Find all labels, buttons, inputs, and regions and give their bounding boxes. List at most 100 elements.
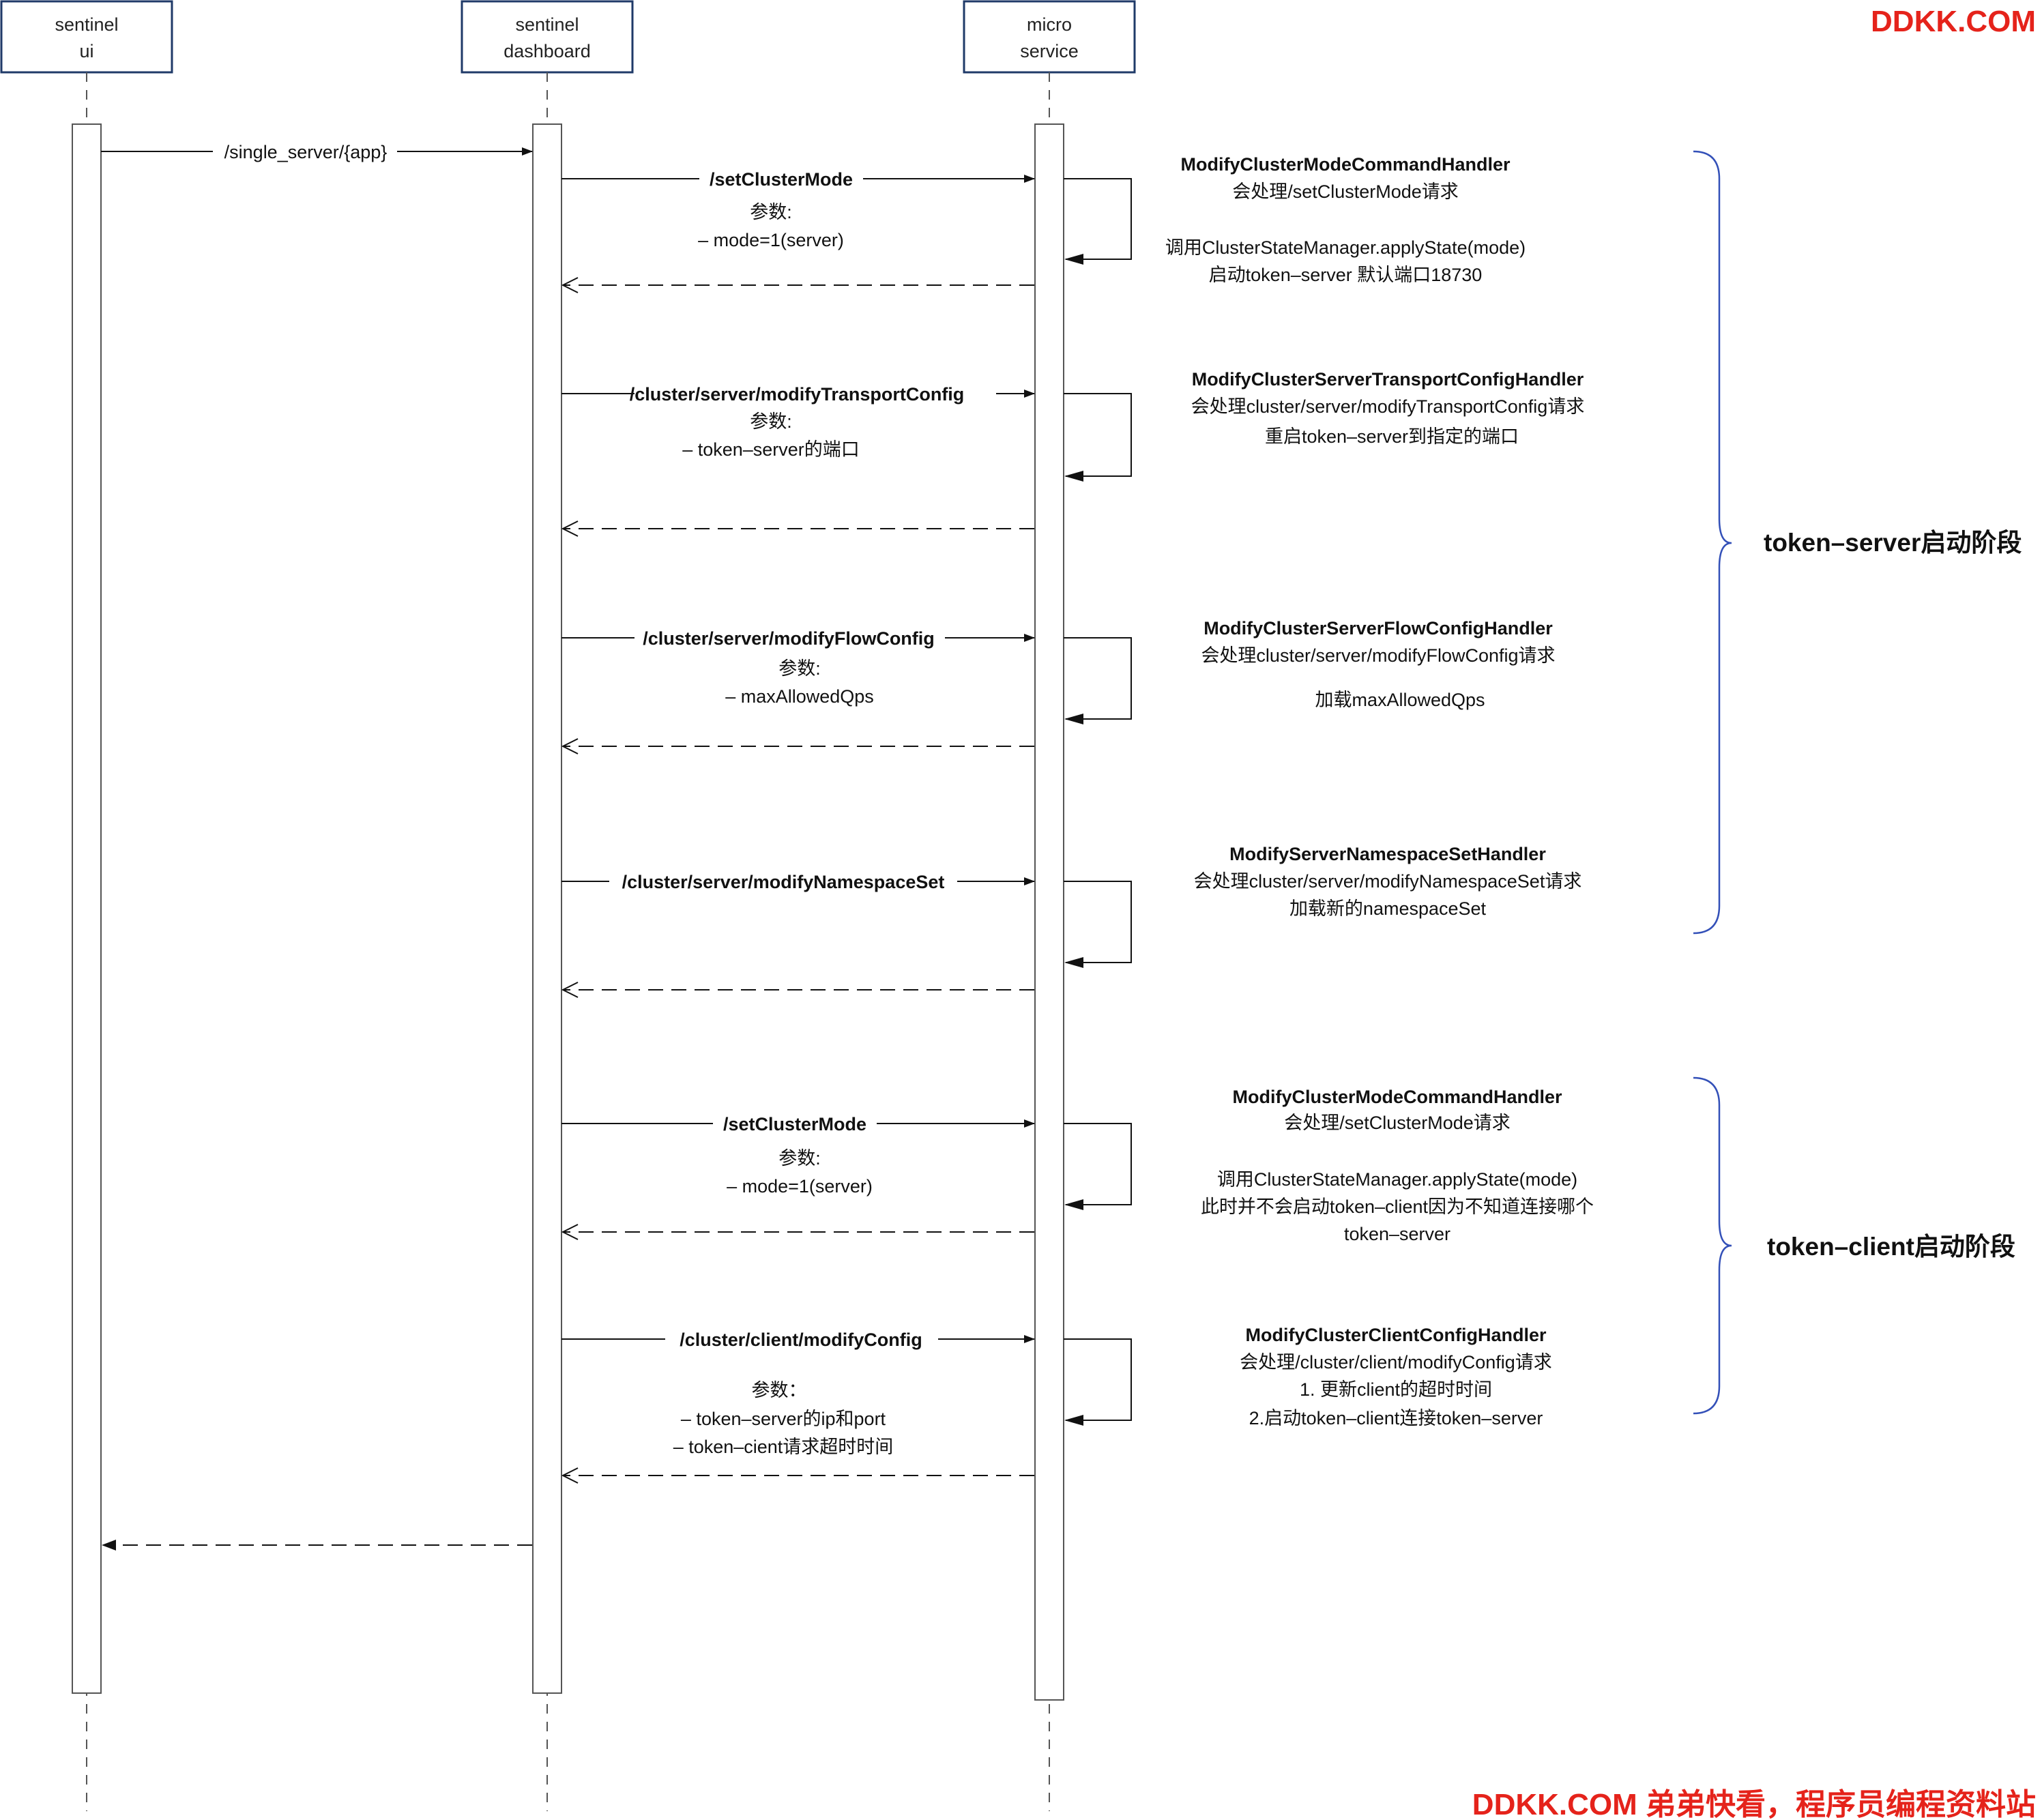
message-label: /cluster/server/modifyFlowConfig bbox=[643, 628, 935, 649]
message-label: /cluster/server/modifyNamespaceSet bbox=[622, 872, 945, 892]
participant-dashboard: sentinel dashboard bbox=[461, 0, 634, 74]
return-arrowhead bbox=[561, 277, 579, 293]
participant-ui-label-line2: ui bbox=[79, 41, 93, 61]
return-arrowhead bbox=[561, 738, 579, 754]
return-arrowhead bbox=[102, 1540, 116, 1551]
watermark-top: DDKK.COM bbox=[1871, 5, 2036, 38]
phase-brace bbox=[1693, 150, 1732, 935]
message-label: /single_server/{app} bbox=[224, 142, 388, 162]
participant-micro-label-line1: micro bbox=[1027, 14, 1072, 35]
note-title: ModifyClusterModeCommandHandler bbox=[1232, 1087, 1562, 1107]
note-line: 此时并不会启动token–client因为不知道连接哪个 bbox=[1201, 1197, 1594, 1217]
message-label: /cluster/client/modifyConfig bbox=[680, 1330, 922, 1350]
param-line: – mode=1(server) bbox=[698, 230, 844, 250]
phase-brace bbox=[1693, 1076, 1732, 1415]
participant-ui-label-line1: sentinel bbox=[55, 14, 118, 35]
message-label-bg bbox=[713, 1111, 877, 1136]
activation-ui bbox=[72, 123, 102, 1694]
self-call-arrowhead bbox=[1064, 254, 1083, 265]
phase-token-server: token–server启动阶段 bbox=[1693, 150, 2022, 935]
note-line: 会处理/setClusterMode请求 bbox=[1284, 1113, 1511, 1133]
phase-label: token–client启动阶段 bbox=[1767, 1233, 2015, 1261]
message-label: /setClusterMode bbox=[710, 169, 853, 190]
note-line: 1. 更新client的超时时间 bbox=[1300, 1379, 1492, 1400]
phase-token-client: token–client启动阶段 bbox=[1693, 1076, 2015, 1415]
message-label: /cluster/server/modifyTransportConfig bbox=[630, 384, 965, 405]
param-line: – token–server的ip和port bbox=[681, 1409, 886, 1429]
message-label-bg bbox=[609, 869, 957, 894]
note-line: token–server bbox=[1344, 1224, 1450, 1244]
participant-dashboard-box bbox=[461, 0, 634, 74]
param-line: – token–server的端口 bbox=[682, 439, 860, 460]
participant-dashboard-label-line2: dashboard bbox=[504, 41, 591, 61]
note-line: 会处理/setClusterMode请求 bbox=[1232, 181, 1459, 202]
note-modify-client-config: ModifyClusterClientConfigHandler 会处理/clu… bbox=[1240, 1325, 1552, 1428]
self-call-loop bbox=[1064, 881, 1132, 963]
participant-micro-service: micro service bbox=[963, 0, 1136, 74]
activation-dashboard bbox=[532, 123, 562, 1694]
self-call-loop bbox=[1064, 637, 1132, 720]
note-line: 启动token–server 默认端口18730 bbox=[1209, 265, 1483, 285]
param-line: 参数: bbox=[750, 411, 792, 432]
message-set-cluster-mode-server: /setClusterMode 参数: – mode=1(server) bbox=[561, 166, 1132, 293]
self-call-arrowhead bbox=[1064, 957, 1083, 968]
note-line: 加载maxAllowedQps bbox=[1315, 690, 1485, 710]
message-label: /setClusterMode bbox=[723, 1114, 866, 1134]
param-line: 参数： bbox=[752, 1380, 807, 1400]
param-line: 参数: bbox=[778, 1148, 821, 1169]
note-line: 重启token–server到指定的端口 bbox=[1265, 426, 1519, 447]
note-line: 调用ClusterStateManager.applyState(mode) bbox=[1165, 237, 1526, 258]
message-label-bg bbox=[699, 166, 863, 191]
participant-ui: sentinel ui bbox=[0, 0, 173, 74]
self-call-arrowhead bbox=[1064, 1415, 1083, 1426]
param-line: – mode=1(server) bbox=[727, 1176, 873, 1197]
return-arrowhead bbox=[561, 520, 579, 537]
message-label-bg bbox=[635, 381, 996, 406]
message-client-modify-config: /cluster/client/modifyConfig 参数： – token… bbox=[561, 1327, 1132, 1484]
message-modify-flow-config: /cluster/server/modifyFlowConfig 参数: – m… bbox=[561, 626, 1132, 754]
note-line: 会处理/cluster/client/modifyConfig请求 bbox=[1240, 1352, 1552, 1373]
note-modify-cluster-mode-server: ModifyClusterModeCommandHandler 会处理/setC… bbox=[1165, 154, 1526, 285]
message-modify-transport-config: /cluster/server/modifyTransportConfig 参数… bbox=[561, 381, 1132, 537]
return-to-ui bbox=[102, 1540, 532, 1551]
message-set-cluster-mode-client: /setClusterMode 参数: – mode=1(server) bbox=[561, 1111, 1132, 1240]
note-modify-cluster-mode-client: ModifyClusterModeCommandHandler 会处理/setC… bbox=[1201, 1087, 1594, 1244]
return-arrowhead bbox=[561, 982, 579, 998]
self-call-loop bbox=[1064, 1123, 1132, 1205]
self-call-arrowhead bbox=[1064, 471, 1083, 482]
note-line: 会处理cluster/server/modifyNamespaceSet请求 bbox=[1194, 871, 1582, 892]
self-call-arrowhead bbox=[1064, 714, 1083, 724]
self-call-loop bbox=[1064, 1338, 1132, 1421]
return-arrowhead bbox=[561, 1467, 579, 1484]
param-line: 参数: bbox=[778, 658, 821, 679]
note-title: ModifyClusterModeCommandHandler bbox=[1180, 154, 1511, 175]
participant-dashboard-label-line1: sentinel bbox=[515, 14, 579, 35]
note-modify-flow-config: ModifyClusterServerFlowConfigHandler 会处理… bbox=[1201, 618, 1555, 710]
message-label-bg bbox=[665, 1327, 938, 1351]
return-arrowhead bbox=[561, 1224, 579, 1240]
note-modify-transport-config: ModifyClusterServerTransportConfigHandle… bbox=[1191, 369, 1585, 447]
participant-ui-box bbox=[0, 0, 173, 74]
self-call-loop bbox=[1064, 393, 1132, 477]
note-title: ModifyServerNamespaceSetHandler bbox=[1229, 844, 1546, 864]
note-line: 2.启动token–client连接token–server bbox=[1249, 1408, 1543, 1428]
note-title: ModifyClusterClientConfigHandler bbox=[1245, 1325, 1546, 1345]
param-line: – token–cient请求超时时间 bbox=[673, 1437, 894, 1457]
note-title: ModifyClusterServerFlowConfigHandler bbox=[1204, 618, 1553, 639]
self-call-loop bbox=[1064, 178, 1132, 260]
participant-micro-label-line2: service bbox=[1020, 41, 1079, 61]
message-label-bg bbox=[635, 626, 945, 650]
message-single-server: /single_server/{app} bbox=[101, 139, 533, 164]
message-label-bg bbox=[213, 139, 397, 164]
param-line: 参数: bbox=[750, 202, 792, 222]
self-call-arrowhead bbox=[1064, 1199, 1083, 1210]
note-title: ModifyClusterServerTransportConfigHandle… bbox=[1192, 369, 1584, 390]
param-line: – maxAllowedQps bbox=[725, 686, 874, 707]
activation-micro bbox=[1034, 123, 1064, 1701]
participant-micro-box bbox=[963, 0, 1136, 74]
note-line: 调用ClusterStateManager.applyState(mode) bbox=[1217, 1169, 1577, 1190]
note-modify-namespace-set: ModifyServerNamespaceSetHandler 会处理clust… bbox=[1194, 844, 1582, 919]
note-line: 加载新的namespaceSet bbox=[1289, 898, 1487, 919]
note-line: 会处理cluster/server/modifyTransportConfig请… bbox=[1191, 396, 1585, 417]
